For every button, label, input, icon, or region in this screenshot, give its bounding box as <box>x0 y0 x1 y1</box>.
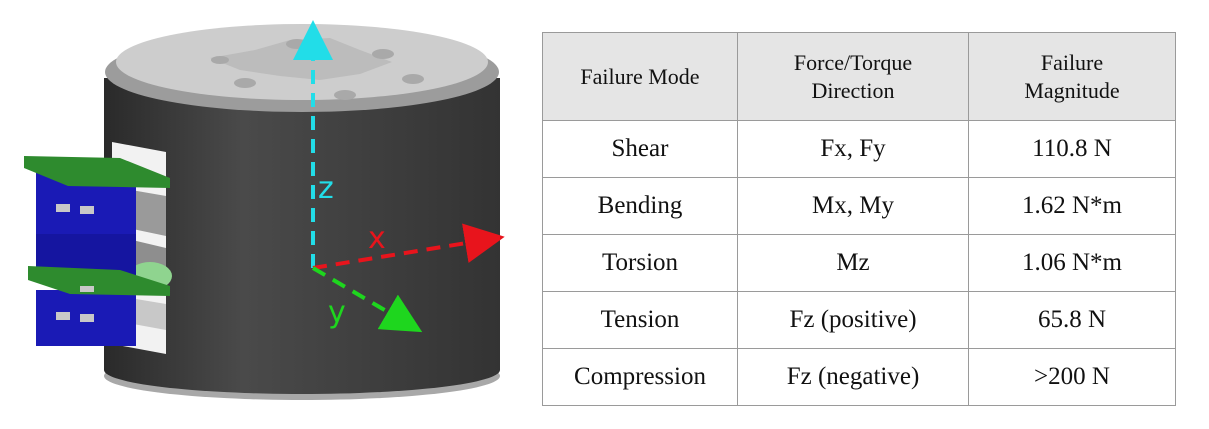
cell-failure-mode: Shear <box>542 120 738 178</box>
z-axis-label: z <box>318 171 334 206</box>
cell-direction: Fz (positive) <box>737 291 969 349</box>
cell-direction: Fx, Fy <box>737 120 969 178</box>
cell-direction: Mz <box>737 234 969 292</box>
cell-magnitude: 1.06 N*m <box>968 234 1176 292</box>
table-row: Compression Fz (negative) >200 N <box>542 348 1176 406</box>
x-axis-label: x <box>368 221 386 256</box>
header-magnitude: Failure Magnitude <box>968 32 1176 121</box>
failure-mode-table-container: Failure Mode Force/Torque Direction Fail… <box>542 32 1176 406</box>
cell-direction: Fz (negative) <box>737 348 969 406</box>
cell-failure-mode: Torsion <box>542 234 738 292</box>
x-axis-arrow <box>312 223 505 270</box>
cell-failure-mode: Compression <box>542 348 738 406</box>
mounting-holes <box>211 39 424 100</box>
header-failure-mode: Failure Mode <box>542 32 738 121</box>
table-header-row: Failure Mode Force/Torque Direction Fail… <box>542 32 1176 121</box>
pcb-assembly <box>24 156 170 346</box>
table-row: Torsion Mz 1.06 N*m <box>542 234 1176 292</box>
sensor-3d-render: z x y <box>0 0 530 429</box>
cell-magnitude: >200 N <box>968 348 1176 406</box>
table-row: Bending Mx, My 1.62 N*m <box>542 177 1176 235</box>
cell-magnitude: 1.62 N*m <box>968 177 1176 235</box>
cell-direction: Mx, My <box>737 177 969 235</box>
cell-failure-mode: Tension <box>542 291 738 349</box>
header-direction: Force/Torque Direction <box>737 32 969 121</box>
y-axis-arrow <box>311 266 423 333</box>
failure-mode-table: Failure Mode Force/Torque Direction Fail… <box>542 32 1176 406</box>
sensor-render-svg: z x y <box>24 20 505 400</box>
table-row: Tension Fz (positive) 65.8 N <box>542 291 1176 349</box>
cell-magnitude: 110.8 N <box>968 120 1176 178</box>
y-axis-label: y <box>328 295 346 330</box>
cell-failure-mode: Bending <box>542 177 738 235</box>
cell-magnitude: 65.8 N <box>968 291 1176 349</box>
table-row: Shear Fx, Fy 110.8 N <box>542 120 1176 178</box>
